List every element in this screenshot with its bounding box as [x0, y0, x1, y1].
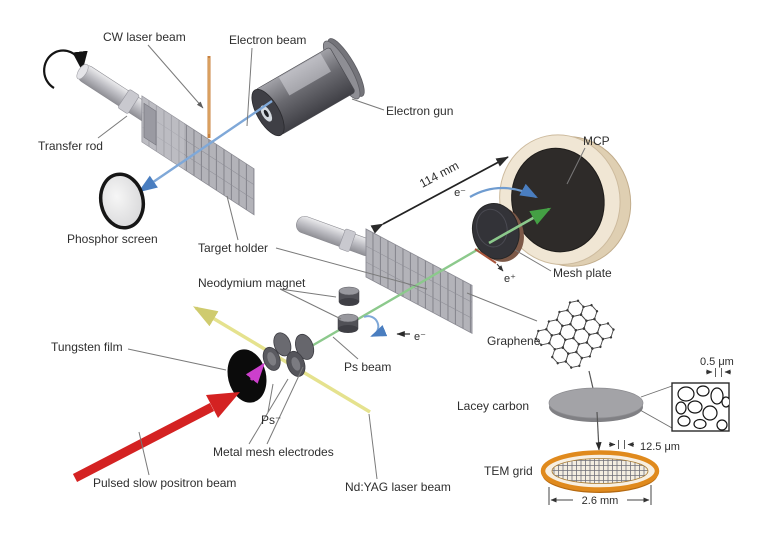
label-dim-2-6mm: 2.6 mm — [582, 495, 619, 507]
lacey-carbon-inset — [639, 368, 731, 432]
transfer-rod-2 — [296, 215, 376, 257]
label-metal-mesh-electrodes: Metal mesh electrodes — [213, 445, 334, 459]
label-lacey-carbon: Lacey carbon — [457, 399, 529, 413]
mesh-plate — [471, 203, 524, 262]
label-tem-grid: TEM grid — [484, 464, 533, 478]
label-electron-beam: Electron beam — [229, 33, 306, 47]
graphene-lattice — [534, 299, 615, 369]
lacey-carbon-disc — [548, 387, 644, 422]
label-ps-beam: Ps beam — [344, 360, 391, 374]
neodymium-magnet-2 — [337, 313, 359, 333]
mcp-detector — [499, 134, 632, 267]
label-dim-0-5um: 0.5 μm — [700, 356, 734, 368]
label-tungsten-film: Tungsten film — [51, 340, 123, 354]
electron-beam-line — [138, 100, 273, 193]
label-electron-mcp: e⁻ — [454, 187, 466, 199]
grid-diameter-dimension — [548, 485, 652, 505]
label-mcp: MCP — [583, 134, 610, 148]
deflected-positron-path — [474, 248, 497, 264]
phosphor-screen — [98, 172, 146, 230]
ps-beam-line — [302, 241, 490, 353]
label-electron-magnet: e⁻ — [414, 331, 426, 343]
deflected-electron-path — [469, 183, 538, 199]
label-nd-yag-laser-beam: Nd:YAG laser beam — [345, 480, 451, 494]
label-ps-ion: Ps⁻ — [261, 413, 281, 427]
electron-spiral-arrow — [363, 315, 388, 337]
positron-beam-arrow — [72, 392, 240, 482]
electron-gun — [251, 38, 365, 137]
rotation-arrow — [43, 49, 88, 89]
tem-grid — [540, 450, 660, 493]
label-mesh-plate: Mesh plate — [553, 266, 612, 280]
label-dim-12-5um: 12.5 μm — [640, 441, 680, 453]
target-holder-1 — [141, 95, 255, 216]
ps-ion-arrow — [245, 362, 265, 384]
label-pulsed-slow-positron-beam: Pulsed slow positron beam — [93, 476, 236, 490]
graphene-pointer — [466, 292, 538, 322]
label-transfer-rod: Transfer rod — [38, 139, 103, 153]
grid-bar-dimension — [609, 440, 634, 449]
neodymium-magnet-1 — [338, 286, 360, 306]
label-neodymium-magnet: Neodymium magnet — [198, 276, 306, 290]
label-electron-gun: Electron gun — [386, 104, 453, 118]
positron-direction-arrow — [496, 263, 504, 272]
transfer-rod-1 — [76, 63, 160, 125]
label-cw-laser-beam: CW laser beam — [103, 30, 186, 44]
label-graphene: Graphene — [487, 334, 541, 348]
ps-beam-arrow — [488, 207, 552, 245]
target-holder-2 — [365, 228, 473, 335]
label-positron: e⁺ — [504, 273, 516, 285]
ndyag-laser-line — [192, 306, 371, 414]
label-phosphor-screen: Phosphor screen — [67, 232, 158, 246]
lacey-to-grid-line — [595, 411, 602, 451]
label-pointers — [97, 44, 586, 480]
distance-arrow — [370, 156, 509, 234]
label-target-holder: Target holder — [198, 241, 268, 255]
metal-mesh-electrodes — [262, 332, 315, 377]
